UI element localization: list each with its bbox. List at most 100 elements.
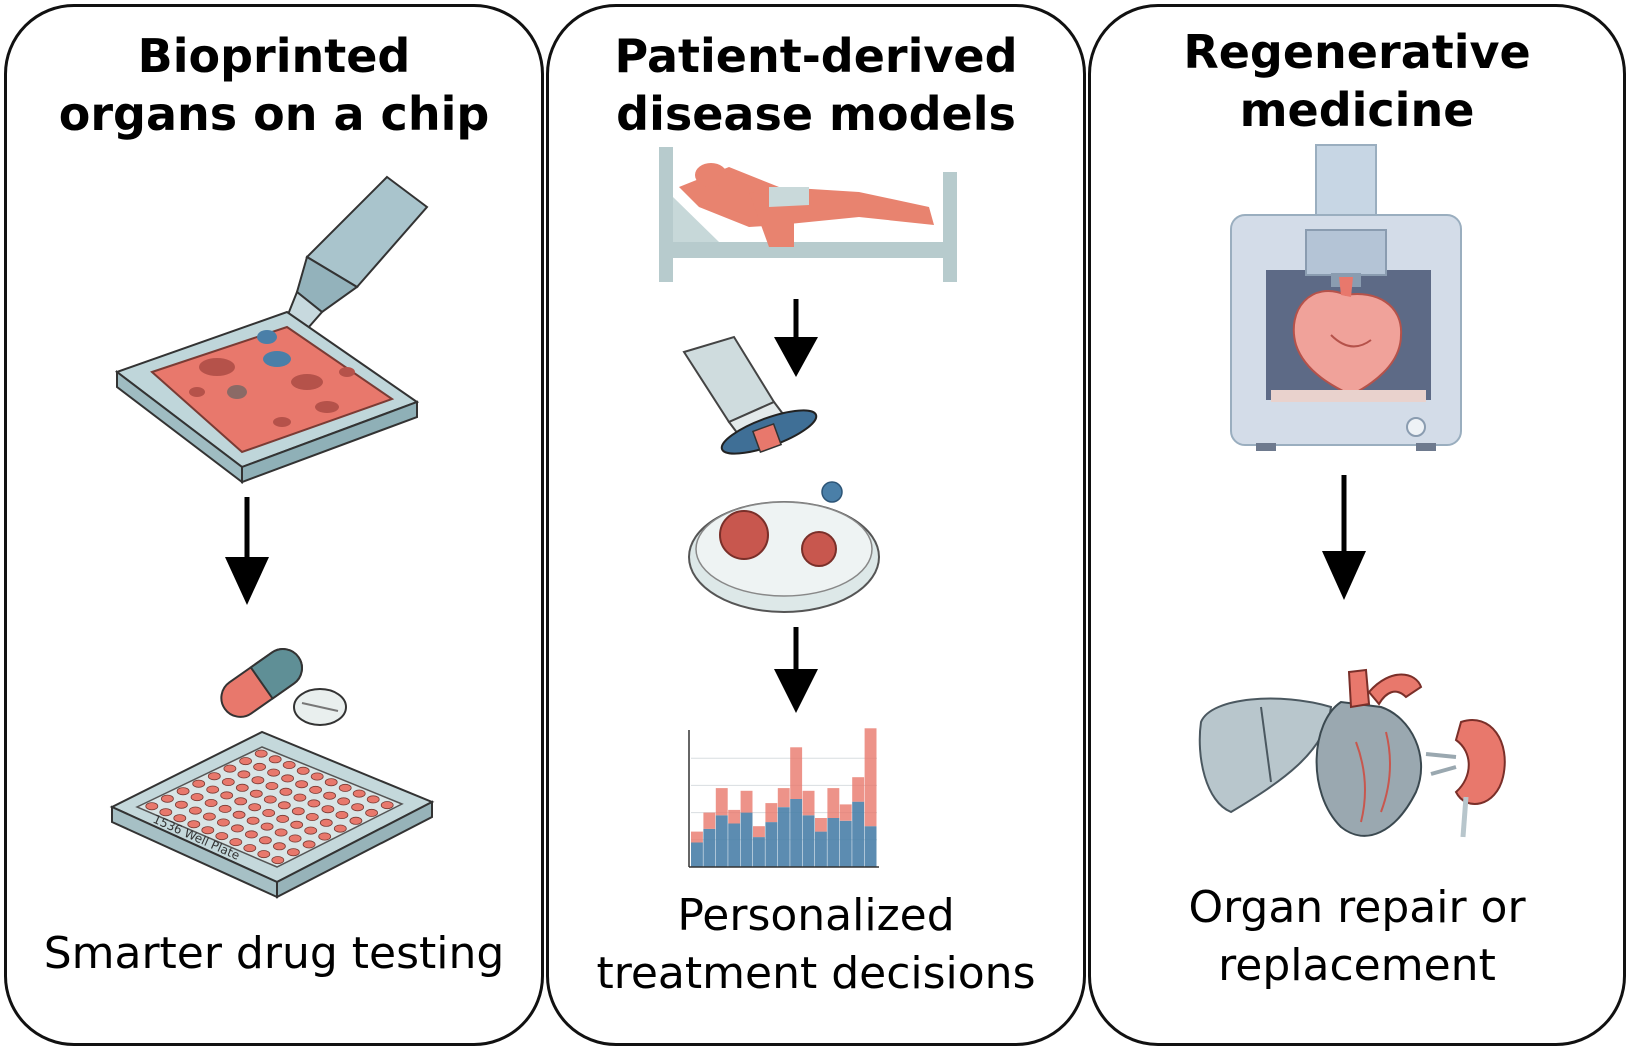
well — [189, 806, 202, 815]
chart-bar-series-1 — [802, 815, 815, 867]
well — [282, 761, 296, 770]
well — [268, 755, 282, 764]
well — [230, 824, 244, 833]
well — [243, 844, 257, 853]
well — [310, 772, 324, 781]
panel-title: Regenerative medicine — [1091, 23, 1623, 139]
well — [276, 814, 290, 823]
well — [257, 850, 271, 859]
results-bar-chart — [688, 728, 879, 868]
chart-bar-series-2 — [827, 788, 840, 818]
well — [290, 820, 304, 829]
well — [352, 789, 366, 798]
well — [207, 772, 221, 781]
down-arrow-icon — [774, 627, 818, 713]
well — [380, 801, 394, 810]
well — [161, 794, 174, 803]
pill-capsule-icon — [220, 648, 347, 726]
panel-caption: Smarter drug testing — [7, 925, 541, 983]
well — [159, 808, 173, 817]
well — [309, 785, 323, 794]
well — [263, 795, 277, 804]
caption-line-1: Organ repair or — [1188, 882, 1526, 933]
well — [274, 828, 288, 837]
well — [234, 797, 248, 806]
well — [318, 832, 332, 841]
well — [229, 838, 243, 847]
down-arrow-icon — [225, 497, 269, 605]
liver-icon — [1198, 697, 1333, 814]
well — [175, 800, 188, 809]
well — [305, 813, 319, 822]
chart-bar-series-1 — [827, 818, 840, 867]
well-plate-icon: 1536 Well Plate — [109, 730, 435, 899]
well — [277, 801, 291, 810]
down-arrow-icon — [1322, 475, 1366, 600]
well — [349, 816, 363, 825]
chart-bar-series-1 — [790, 799, 803, 867]
well — [206, 785, 220, 794]
well — [281, 774, 295, 783]
well — [366, 795, 380, 804]
well — [333, 824, 347, 833]
well — [254, 749, 268, 758]
well — [249, 789, 263, 798]
well — [304, 826, 318, 835]
chart-bar-series-1 — [703, 828, 716, 867]
petri-dish-icon — [688, 481, 880, 613]
well — [190, 793, 204, 802]
well — [203, 812, 216, 821]
patient-bed-icon — [659, 147, 957, 282]
chart-bar-series-2 — [852, 777, 865, 802]
bioprinted-chip-illustration — [114, 175, 429, 485]
kidney-icon — [1425, 719, 1506, 838]
well — [295, 780, 309, 789]
title-line-2: organs on a chip — [58, 87, 490, 141]
well — [272, 842, 286, 851]
bioprinter-heart-icon — [1230, 144, 1462, 451]
well — [246, 816, 260, 825]
well — [267, 768, 281, 777]
well — [235, 783, 249, 792]
well — [223, 764, 237, 773]
well — [253, 762, 267, 771]
well — [204, 799, 218, 808]
well — [239, 757, 253, 766]
well — [307, 799, 321, 808]
chart-bar-series-2 — [753, 826, 765, 838]
title-line-1: Bioprinted — [137, 29, 411, 83]
chart-bar-series-1 — [715, 815, 728, 867]
caption-line-2: treatment decisions — [596, 948, 1036, 999]
chart-bar-series-1 — [815, 831, 827, 867]
well — [279, 787, 293, 796]
chart-bar-series-2 — [703, 812, 716, 829]
well — [324, 778, 338, 787]
well — [293, 793, 307, 802]
chart-bar-series-1 — [765, 822, 778, 867]
organs-icon — [1198, 668, 1506, 838]
well — [286, 848, 300, 857]
chart-bar-series-1 — [852, 801, 865, 867]
title-line-1: Regenerative — [1183, 25, 1531, 79]
title-line-2: medicine — [1239, 83, 1475, 137]
panel-caption: Personalized treatment decisions — [549, 887, 1083, 1003]
well — [215, 832, 229, 841]
chart-bar-series-2 — [839, 804, 852, 821]
well — [296, 766, 310, 775]
well — [302, 840, 316, 849]
well — [338, 783, 352, 792]
chart-bar-series-2 — [740, 790, 753, 813]
chart-bar-series-2 — [691, 831, 703, 843]
chart-bar-series-2 — [765, 803, 778, 823]
well — [288, 834, 302, 843]
chart-bar-series-2 — [715, 788, 728, 816]
chart-bar-series-1 — [740, 812, 753, 867]
chart-bar-series-1 — [777, 807, 790, 867]
well — [220, 791, 234, 800]
well — [351, 803, 365, 812]
well — [176, 787, 190, 796]
well — [192, 779, 206, 788]
well — [262, 809, 276, 818]
well — [337, 797, 351, 806]
panel-disease-models: Patient-derived disease models — [546, 4, 1086, 1046]
